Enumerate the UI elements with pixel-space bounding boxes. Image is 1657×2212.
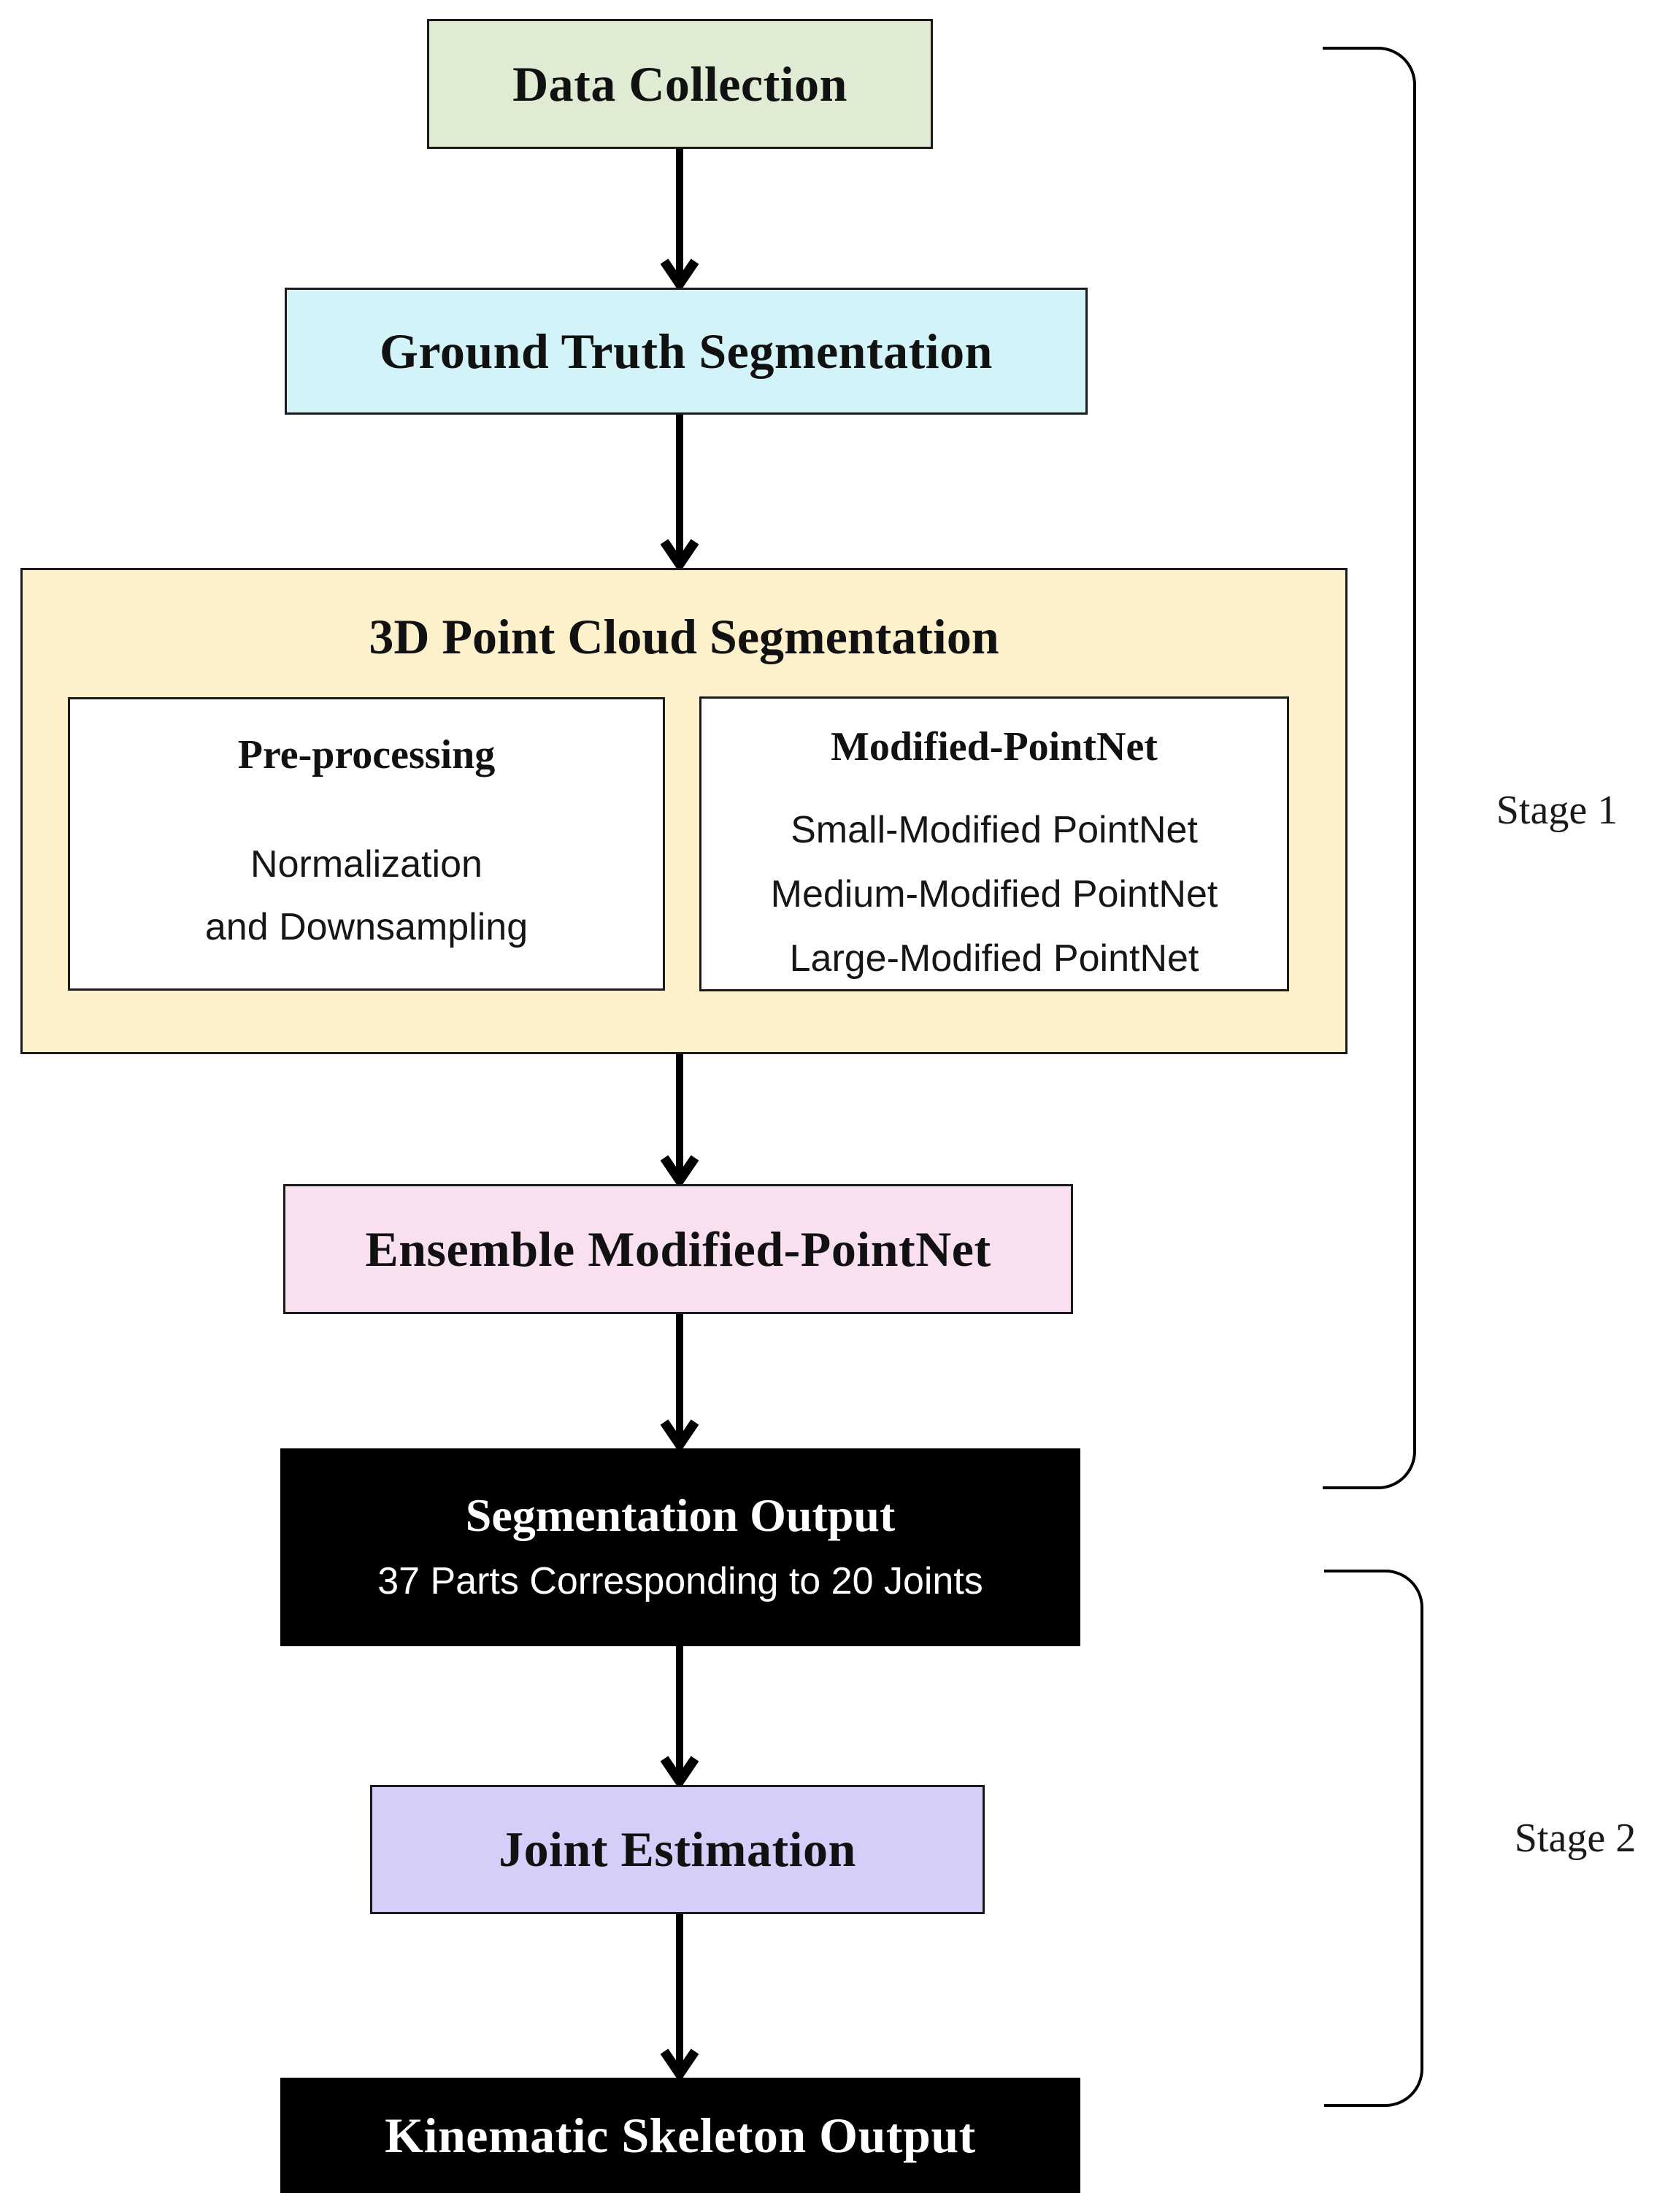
node-segmentation-output: Segmentation Output 37 Parts Correspondi… — [280, 1448, 1080, 1646]
modified-pointnet-variant: Medium-Modified PointNet — [770, 873, 1218, 915]
modified-pointnet-variant: Large-Modified PointNet — [789, 937, 1199, 980]
node-ensemble-modified-pointnet: Ensemble Modified-PointNet — [283, 1184, 1073, 1314]
node-data-collection-label: Data Collection — [512, 55, 847, 112]
node-kinematic-label: Kinematic Skeleton Output — [385, 2107, 976, 2163]
segmentation-output-subtitle: 37 Parts Corresponding to 20 Joints — [377, 1560, 983, 1602]
flow-arrow-down-icon — [660, 1646, 699, 1785]
group-title: 3D Point Cloud Segmentation — [369, 609, 999, 664]
modified-pointnet-title: Modified-PointNet — [831, 724, 1158, 769]
stage1-bracket — [1323, 47, 1416, 1489]
subnode-pre-processing: Pre-processing Normalization and Downsam… — [68, 697, 665, 991]
flow-arrow-down-icon — [660, 415, 699, 568]
stage2-bracket — [1324, 1570, 1423, 2107]
flow-arrow-down-icon — [660, 1914, 699, 2078]
flow-arrow-down-icon — [660, 149, 699, 288]
node-joint-estimation: Joint Estimation — [370, 1785, 985, 1914]
node-ground-truth-segmentation: Ground Truth Segmentation — [285, 288, 1088, 415]
node-kinematic-skeleton-output: Kinematic Skeleton Output — [280, 2078, 1080, 2193]
flow-arrow-down-icon — [660, 1314, 699, 1448]
modified-pointnet-variant: Small-Modified PointNet — [791, 809, 1198, 851]
pre-processing-line: Normalization — [250, 843, 483, 886]
segmentation-output-title: Segmentation Output — [465, 1489, 896, 1541]
pre-processing-line: and Downsampling — [204, 906, 528, 948]
pre-processing-title: Pre-processing — [237, 732, 496, 777]
node-joint-estimation-label: Joint Estimation — [499, 1821, 856, 1878]
stage1-label: Stage 1 — [1496, 788, 1618, 833]
node-ground-truth-label: Ground Truth Segmentation — [380, 323, 993, 379]
group-3d-point-cloud-segmentation: 3D Point Cloud Segmentation Pre-processi… — [20, 568, 1347, 1054]
stage2-label: Stage 2 — [1514, 1816, 1637, 1861]
subnode-modified-pointnet: Modified-PointNet Small-Modified PointNe… — [699, 696, 1289, 991]
node-data-collection: Data Collection — [427, 19, 933, 149]
node-ensemble-label: Ensemble Modified-PointNet — [365, 1221, 991, 1277]
flow-arrow-down-icon — [660, 1054, 699, 1184]
